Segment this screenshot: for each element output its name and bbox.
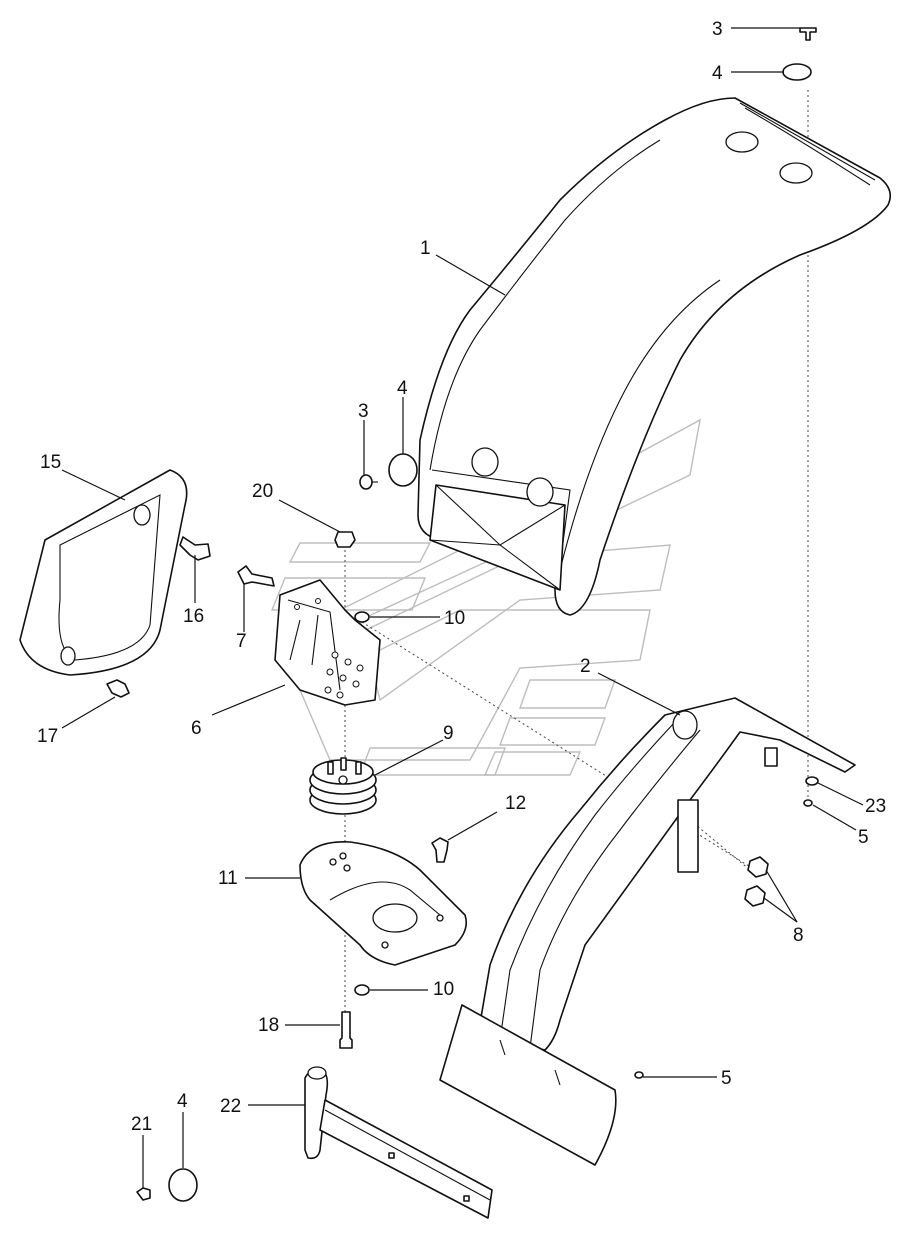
bar-part-22 xyxy=(304,1066,493,1219)
fender-hole xyxy=(471,447,499,477)
callout-2: 2 xyxy=(580,656,591,677)
callout-18: 18 xyxy=(258,1015,279,1036)
bracket-part-6 xyxy=(274,579,381,706)
callout-12: 12 xyxy=(505,793,526,814)
callout-22: 22 xyxy=(220,1096,241,1117)
callout-4-bottom: 4 xyxy=(177,1091,188,1112)
leader-lines xyxy=(61,27,864,1188)
callout-9: 9 xyxy=(443,723,454,744)
callout-17: 17 xyxy=(37,726,58,747)
support-bracket-part-2 xyxy=(439,697,856,1166)
callout-5-bottom: 5 xyxy=(721,1068,732,1089)
callout-5-right: 5 xyxy=(858,827,869,848)
callout-20: 20 xyxy=(252,481,273,502)
callout-7: 7 xyxy=(236,631,247,652)
callout-21: 21 xyxy=(131,1114,152,1135)
callout-6: 6 xyxy=(191,718,202,739)
callout-3-top: 3 xyxy=(712,19,723,40)
callout-10-lower: 10 xyxy=(433,979,454,1000)
fender-hole xyxy=(526,477,554,507)
callout-16: 16 xyxy=(183,606,204,627)
callout-1: 1 xyxy=(420,238,431,259)
callout-labels: 1 2 3 4 3 4 20 15 16 7 10 17 6 9 12 11 2… xyxy=(37,19,886,1135)
callout-11: 11 xyxy=(218,868,238,889)
callout-3-mid: 3 xyxy=(358,401,369,422)
callout-15: 15 xyxy=(40,452,61,473)
side-panel-part-15 xyxy=(19,469,188,676)
rubber-mount-part-9 xyxy=(309,757,377,815)
fender-part-1 xyxy=(417,97,891,616)
callout-23: 23 xyxy=(865,796,886,817)
fender-hole xyxy=(725,131,759,153)
callout-4-top: 4 xyxy=(712,63,723,84)
fasteners xyxy=(106,27,819,1202)
mounting-plate-part-11 xyxy=(299,841,468,966)
fender-hole xyxy=(779,162,813,184)
callout-8: 8 xyxy=(793,925,804,946)
callout-4-mid: 4 xyxy=(397,378,408,399)
callout-10-upper: 10 xyxy=(444,608,465,629)
